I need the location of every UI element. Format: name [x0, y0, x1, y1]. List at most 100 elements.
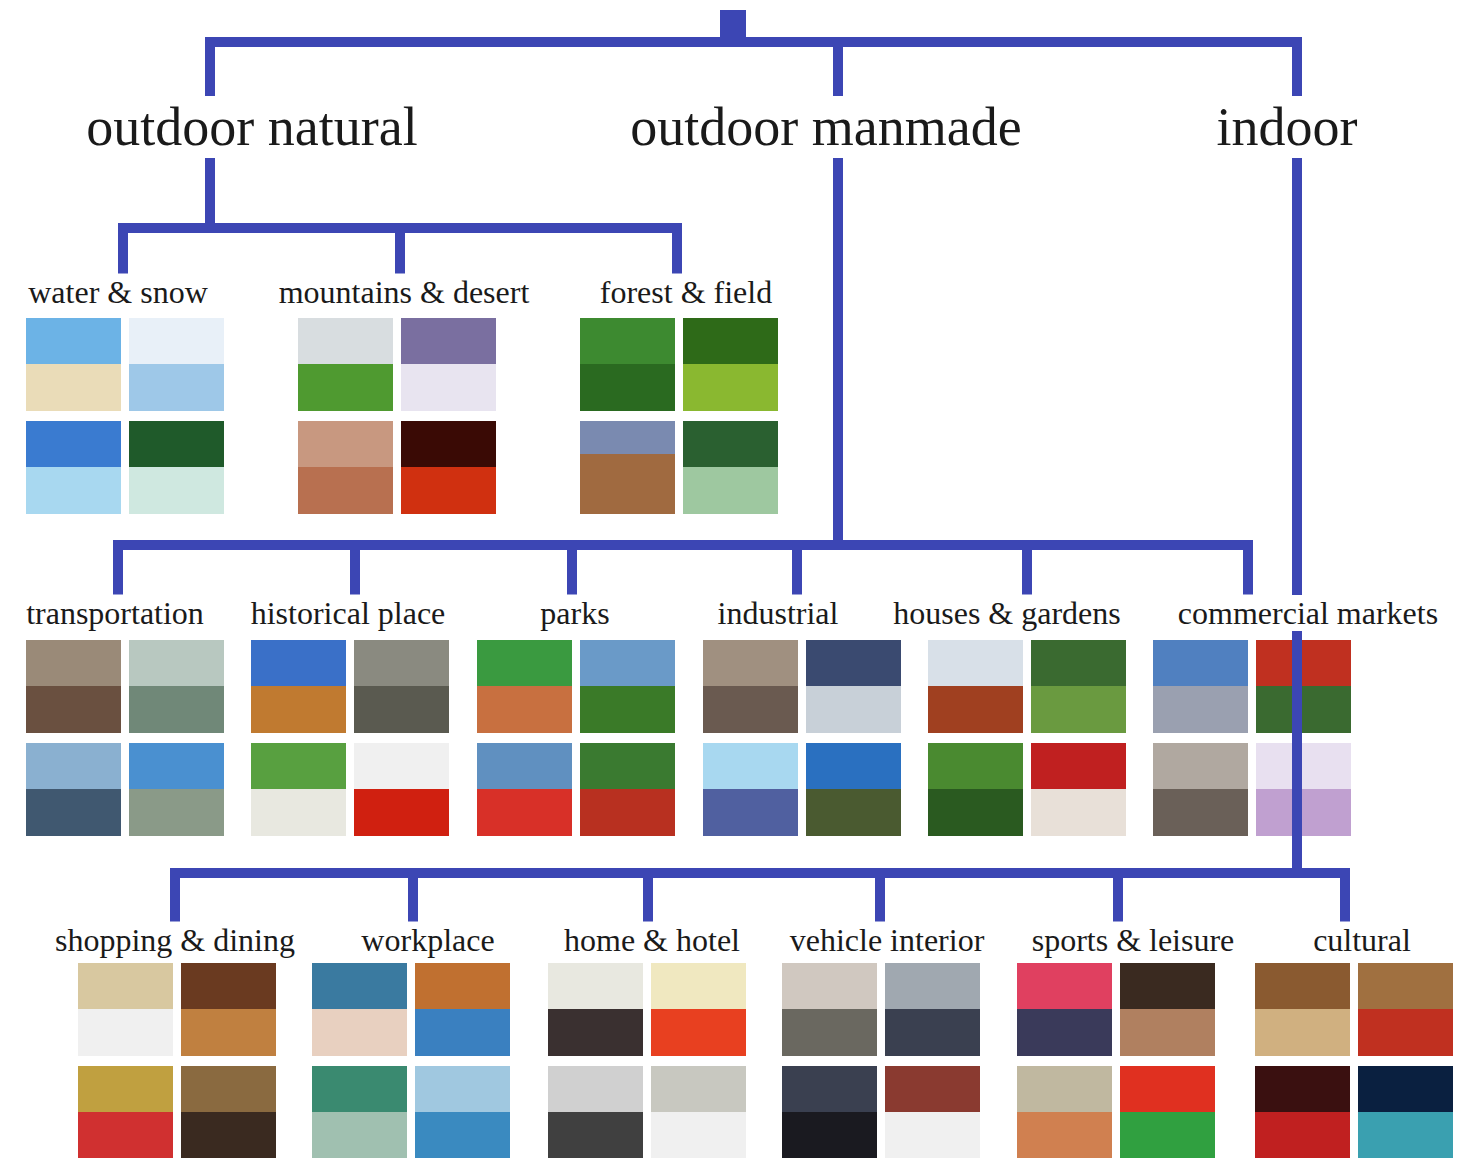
photo: [477, 789, 572, 836]
photo: [26, 640, 121, 733]
photo: [683, 364, 778, 411]
photo: [354, 686, 449, 733]
photo: [1031, 686, 1126, 733]
photo: [885, 1009, 980, 1056]
photo: [78, 1009, 173, 1056]
photo: [1153, 789, 1248, 836]
photo: [181, 1066, 276, 1158]
photo: [885, 963, 980, 1056]
photo: [548, 963, 643, 1056]
photo: [1120, 1066, 1215, 1158]
photo: [415, 1009, 510, 1056]
photo: [354, 743, 449, 836]
photo: [1120, 1009, 1215, 1056]
photo: [26, 467, 121, 514]
tree-branch: [572, 158, 838, 595]
photo: [401, 318, 496, 411]
photo: [298, 421, 393, 514]
photo: [806, 789, 901, 836]
tree-branch: [355, 158, 838, 595]
category-label: indoor: [1214, 96, 1361, 158]
photo: [415, 1066, 510, 1158]
photo: [548, 1112, 643, 1158]
photo: [1256, 743, 1351, 836]
photo: [26, 318, 121, 411]
category-label: water & snow: [25, 274, 211, 311]
photo: [1153, 686, 1248, 733]
photo: [806, 686, 901, 733]
root-bar: [210, 42, 1297, 96]
photo: [651, 963, 746, 1056]
tree-branch: [210, 158, 677, 274]
category-label: home & hotel: [561, 922, 743, 959]
photo: [782, 1066, 877, 1158]
tree-branch: [838, 158, 1027, 595]
category-label: cultural: [1310, 922, 1414, 959]
photo: [928, 789, 1023, 836]
category-text: outdoor natural: [86, 96, 417, 158]
photo: [548, 1066, 643, 1158]
photo: [251, 789, 346, 836]
category-label: commercial markets: [1175, 595, 1441, 632]
category-label: workplace: [358, 922, 497, 959]
photo: [129, 421, 224, 514]
photo: [703, 686, 798, 733]
photo: [1358, 1009, 1453, 1056]
category-label: mountains & desert: [276, 274, 533, 311]
photo: [703, 743, 798, 836]
tree-branch: [1118, 158, 1297, 922]
photo: [1358, 1112, 1453, 1158]
photo: [1120, 1112, 1215, 1158]
photo: [312, 1112, 407, 1158]
photo: [298, 467, 393, 514]
photo: [298, 364, 393, 411]
category-text: shopping & dining: [55, 922, 295, 959]
photo: [129, 318, 224, 411]
photo: [181, 1112, 276, 1158]
photo: [580, 364, 675, 411]
photo: [312, 1009, 407, 1056]
tree-branch: [1297, 158, 1345, 922]
photo: [885, 1112, 980, 1158]
photo: [683, 318, 778, 411]
photo: [1031, 640, 1126, 733]
photo: [580, 640, 675, 733]
photo: [251, 743, 346, 836]
photo: [477, 743, 572, 836]
photo: [181, 1009, 276, 1056]
photo: [806, 743, 901, 836]
photo: [312, 1066, 407, 1158]
photo: [298, 318, 393, 411]
category-label: outdoor manmade: [627, 96, 1024, 158]
photo: [477, 686, 572, 733]
photo-group: [26, 318, 1453, 1158]
photo: [580, 318, 675, 411]
photo: [703, 640, 798, 733]
tree-branch: [175, 158, 1297, 922]
photo: [928, 640, 1023, 733]
category-text: indoor: [1217, 96, 1358, 158]
photo: [1031, 743, 1126, 836]
category-label: sports & leisure: [1029, 922, 1238, 959]
tree-branch: [210, 158, 400, 274]
photo: [1255, 1112, 1350, 1158]
category-text: vehicle interior: [790, 922, 985, 959]
photo: [1255, 1009, 1350, 1056]
photo: [1017, 1112, 1112, 1158]
photo: [26, 743, 121, 836]
photo: [78, 1066, 173, 1158]
photo: [415, 963, 510, 1056]
tree-branch: [797, 158, 838, 595]
photo: [782, 1112, 877, 1158]
photo: [1031, 789, 1126, 836]
photo: [129, 789, 224, 836]
photo: [683, 421, 778, 514]
photo: [651, 1066, 746, 1158]
photo: [580, 421, 675, 514]
photo: [129, 640, 224, 733]
category-text: workplace: [361, 922, 494, 959]
photo: [26, 364, 121, 411]
photo: [1358, 1066, 1453, 1158]
